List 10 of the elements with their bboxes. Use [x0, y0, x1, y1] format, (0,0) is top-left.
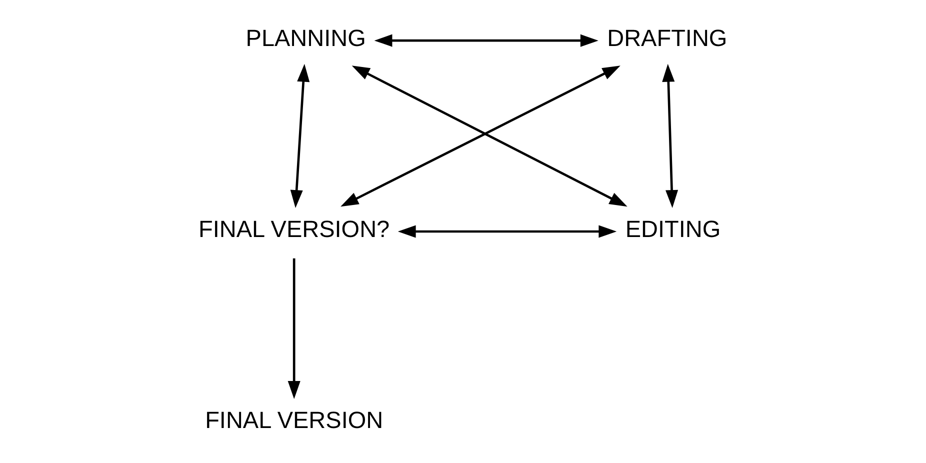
node-text: FINAL VERSION? — [198, 216, 390, 242]
node-text: PLANNING — [246, 25, 366, 52]
arrow — [662, 64, 678, 208]
arrow — [288, 258, 300, 399]
arrow — [290, 64, 310, 208]
arrow — [374, 34, 598, 47]
node-text: FINAL VERSION — [205, 407, 384, 434]
node-text: EDITING — [625, 216, 721, 242]
arrow — [398, 225, 617, 238]
node-text: DRAFTING — [607, 25, 728, 52]
